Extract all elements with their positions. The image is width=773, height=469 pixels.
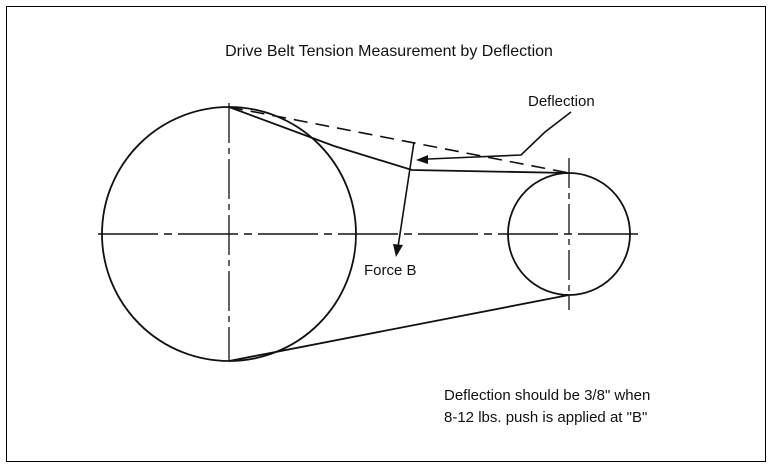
belt-deflected-upper	[228, 106, 570, 174]
note-line-2: 8-12 lbs. push is applied at "B"	[444, 409, 647, 426]
deflection-arrow-head	[416, 155, 428, 164]
deflection-label: Deflection	[528, 93, 595, 110]
belt-straight-line	[228, 106, 570, 174]
force-b-label: Force B	[364, 262, 417, 279]
belt-lower	[228, 294, 570, 362]
diagram-title: Drive Belt Tension Measurement by Deflec…	[225, 43, 553, 60]
force-arrow-head	[393, 244, 403, 257]
deflection-leader	[427, 111, 572, 160]
note-line-1: Deflection should be 3/8" when	[444, 387, 650, 404]
force-arrow-shaft	[397, 141, 415, 248]
